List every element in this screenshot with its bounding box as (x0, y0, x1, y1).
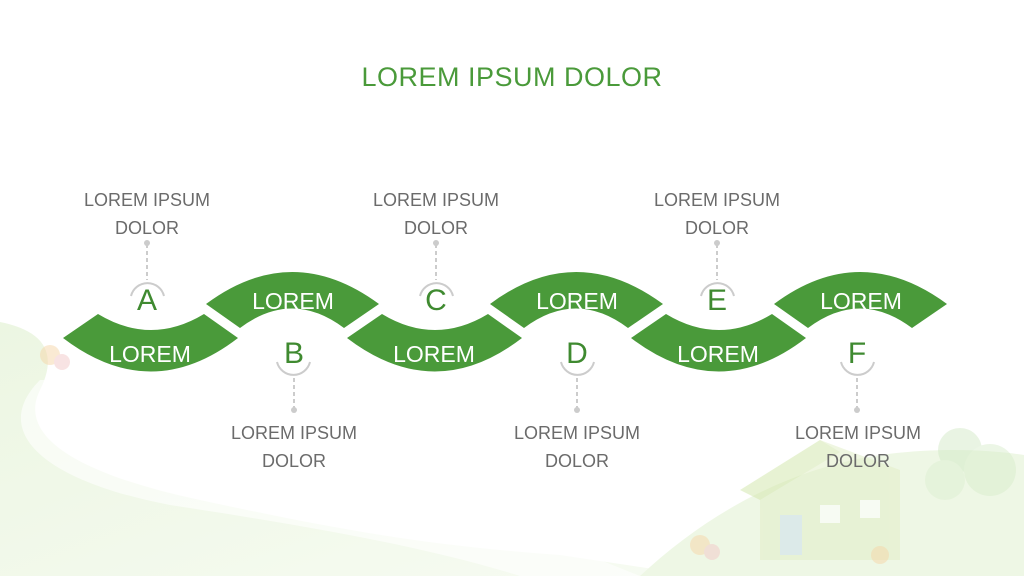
tree-icon (925, 428, 1016, 500)
road-shape (20, 380, 640, 576)
segment-label-c: LOREM (393, 341, 475, 367)
wave-segment-5 (631, 314, 806, 372)
step-letter-f: F (847, 337, 867, 370)
segment-label-d: LOREM (536, 288, 618, 314)
segment-label-a: LOREM (109, 341, 191, 367)
connector-e (700, 282, 735, 297)
step-letter-d: D (566, 337, 588, 370)
connector-d (560, 361, 595, 376)
step-description-e: LOREM IPSUM DOLOR (653, 190, 781, 238)
step-description-a: LOREM IPSUM DOLOR (83, 190, 211, 238)
step-description-b: LOREM IPSUM DOLOR (230, 423, 358, 471)
step-letter-e: E (706, 284, 727, 317)
step-letter-a: A (136, 284, 157, 317)
flower-icon (40, 345, 889, 564)
step-description-d: LOREM IPSUM DOLOR (513, 423, 641, 471)
wave-segment-2 (206, 272, 379, 328)
step-description-f: LOREM IPSUM DOLOR (794, 423, 922, 471)
segment-label-f: LOREM (820, 288, 902, 314)
wave-segment-4 (490, 272, 663, 328)
step-letter-c: C (425, 284, 447, 317)
connector-a (130, 282, 165, 297)
segment-label-e: LOREM (677, 341, 759, 367)
connector-c (419, 282, 454, 297)
wave-segment-6 (774, 272, 947, 328)
connector-f (840, 361, 875, 376)
wave-segment-3 (347, 314, 522, 372)
hill-shape (0, 322, 700, 576)
connector-b (276, 361, 311, 376)
wave-segment-1 (63, 314, 238, 372)
step-letter-b: B (283, 337, 304, 370)
house-icon (740, 440, 900, 560)
segment-label-b: LOREM (252, 288, 334, 314)
page-title: LOREM IPSUM DOLOR (361, 62, 663, 92)
step-description-c: LOREM IPSUM DOLOR (372, 190, 500, 238)
